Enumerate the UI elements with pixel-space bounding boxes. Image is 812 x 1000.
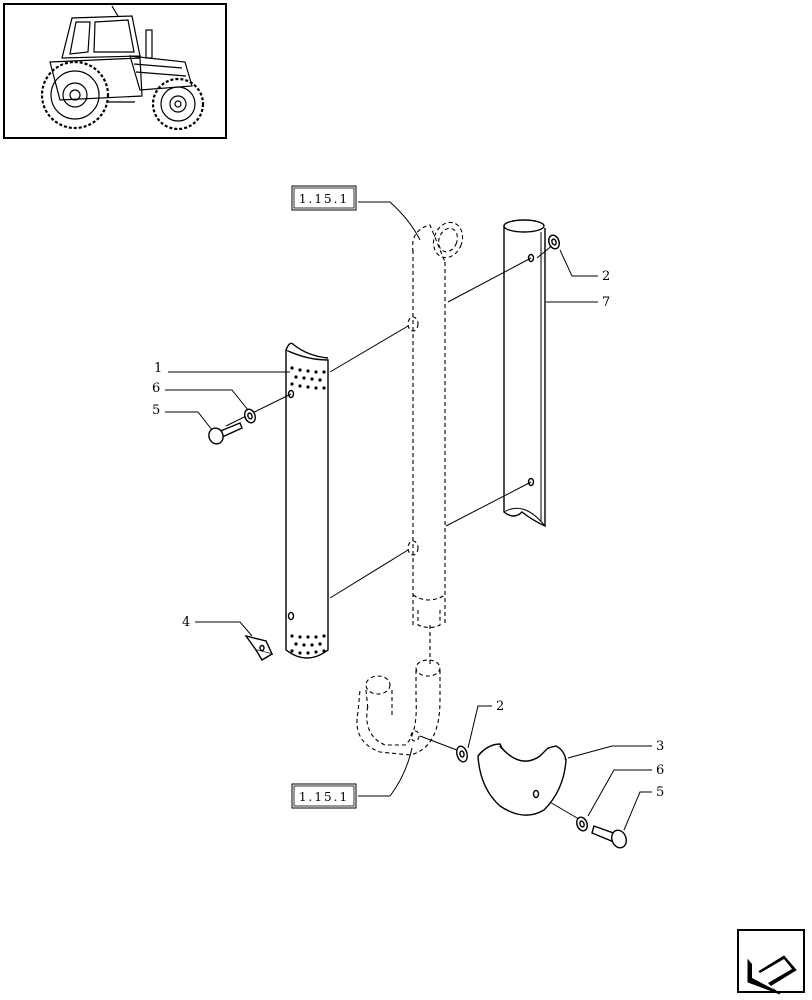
next-page-button[interactable]: [737, 929, 805, 995]
bracket-3: [477, 743, 567, 816]
exhaust-elbow-pipe: [356, 659, 441, 756]
bolt-5-lower: [591, 825, 627, 849]
callout-number: 4: [182, 615, 190, 630]
callout-number: 3: [656, 739, 664, 754]
exhaust-pipe-main: [407, 221, 464, 665]
callout-number: 5: [656, 785, 664, 800]
heat-shield-guard-7: [503, 219, 546, 528]
next-page-arrow-icon: [747, 955, 797, 995]
tractor-thumbnail[interactable]: [3, 3, 227, 139]
washer-2-upper: [548, 234, 560, 250]
tractor-thumbnail-icon: [40, 5, 205, 131]
reference-code: 1.15.1: [299, 790, 349, 804]
washer-6-upper: [244, 408, 256, 424]
clip-4: [244, 634, 274, 661]
bolt-5-upper: [208, 422, 243, 445]
callout-number: 2: [602, 269, 610, 284]
reference-box-top[interactable]: 1.15.1: [291, 185, 357, 211]
reference-code: 1.15.1: [299, 192, 349, 206]
heat-shield-guard-1: [285, 342, 329, 659]
washer-2-lower: [456, 745, 468, 763]
callout-number: 2: [496, 699, 504, 714]
washer-6-lower: [576, 816, 588, 832]
callout-number: 1: [154, 361, 162, 376]
callout-leaders: [165, 201, 652, 831]
callout-number: 6: [152, 381, 160, 396]
callout-number: 6: [656, 763, 664, 778]
callout-number: 7: [602, 295, 610, 310]
reference-box-bottom[interactable]: 1.15.1: [291, 783, 357, 809]
callout-number: 5: [152, 403, 160, 418]
